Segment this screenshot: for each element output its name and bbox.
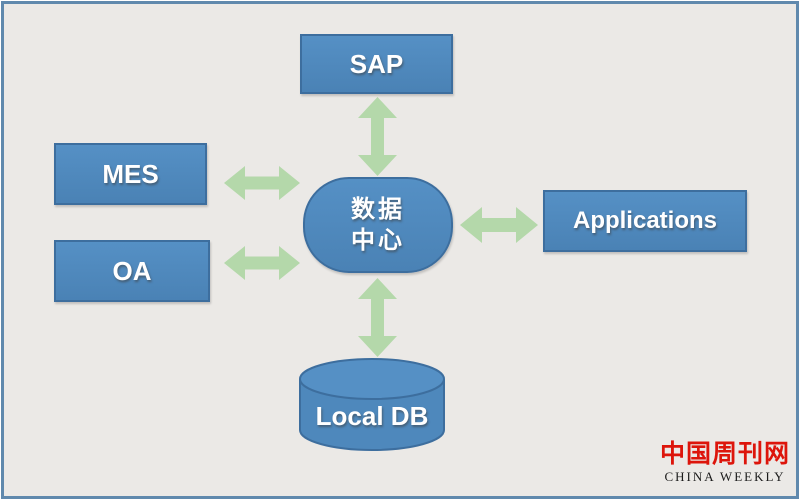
node-local-db: Local DB — [298, 357, 446, 453]
database-cylinder-icon — [299, 358, 445, 451]
double-arrow-horizontal-icon — [460, 207, 538, 243]
node-sap: SAP — [300, 34, 453, 94]
watermark-subtitle: CHINA WEEKLY — [664, 469, 786, 484]
node-applications: Applications — [543, 190, 747, 252]
arrow-datacenter-localdb — [356, 278, 399, 357]
double-arrow-horizontal-icon — [224, 246, 300, 280]
double-arrow-vertical-icon — [358, 278, 397, 357]
watermark: 中国周刊网 CHINA WEEKLY — [660, 441, 790, 485]
watermark-brand: 中国周刊网 — [659, 441, 790, 468]
double-arrow-vertical-icon — [358, 97, 397, 176]
arrow-datacenter-oa — [224, 244, 300, 282]
node-oa: OA — [54, 240, 210, 302]
node-data-center: 数据 中心 — [303, 177, 453, 273]
local-db-label: Local DB — [315, 401, 429, 431]
double-arrow-horizontal-icon — [224, 166, 300, 200]
arrow-datacenter-sap — [356, 97, 399, 176]
data-center-label-line2: 中心 — [351, 227, 405, 254]
arrow-datacenter-applications — [460, 204, 538, 246]
arrow-datacenter-mes — [224, 164, 300, 202]
node-mes: MES — [54, 143, 207, 205]
data-center-label-line1: 数据 — [351, 196, 405, 223]
